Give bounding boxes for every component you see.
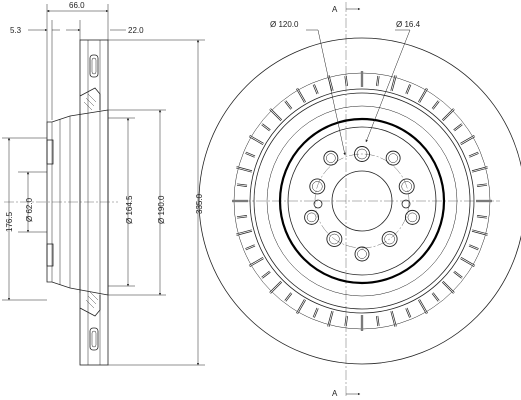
hole-inner-ring (401, 181, 412, 192)
hole-inner-ring (306, 212, 317, 223)
vent-slot-inner (245, 245, 255, 250)
pilot-hole-left (313, 199, 323, 209)
hole-inner-ring (388, 153, 398, 163)
vent-slot-inner (237, 215, 248, 218)
vent-slot-inner (453, 123, 463, 131)
vent-slot-inner (432, 292, 440, 302)
vent-slot-inner (376, 315, 379, 326)
vent-slot-inner (376, 76, 379, 87)
hat-outline (278, 117, 446, 285)
vent-slot-inner (236, 166, 252, 172)
wheel-bolt-hole (381, 231, 398, 247)
hole-inner-ring (326, 153, 336, 163)
vent-slot-inner (453, 271, 463, 279)
vent-slot-inner (245, 152, 255, 157)
fixing-hole (354, 246, 370, 262)
vent-slot-inner (418, 88, 428, 103)
vent-slot-inner (345, 76, 348, 87)
vent-slot-inner (442, 108, 455, 121)
left-dimensions: 176.5 Ø 62.0 (2, 137, 47, 301)
wheel-bolt-hole (354, 146, 370, 162)
hat-height-label: 176.5 (5, 211, 14, 232)
fixing-hole (323, 150, 339, 166)
wheel-bolt-hole (326, 231, 343, 247)
front-view: A A Ø 120.0 Ø 16.4 (198, 2, 521, 398)
hat-offset-label: 5.3 (10, 26, 22, 35)
bolt-holes (304, 146, 420, 262)
vent-slot-inner (261, 271, 271, 279)
vent-slot-inner (432, 100, 440, 110)
vent-slot-inner (472, 230, 488, 236)
right-dimensions: Ø 164.5 Ø 190.0 335.0 (108, 39, 205, 366)
vent-slot-inner (261, 123, 271, 131)
vent-slot-inner (469, 245, 479, 250)
vent-slot-inner (296, 299, 306, 314)
vent-slot-inner (472, 166, 488, 172)
vent-slot-inner (460, 257, 475, 267)
hole-inner-ring (356, 148, 368, 160)
top-dimensions: 66.0 5.3 22.0 (10, 1, 144, 122)
bolt-hole-label: Ø 16.4 (396, 20, 421, 29)
fixing-hole (404, 209, 420, 225)
disc-thickness-label: 22.0 (128, 26, 144, 35)
vent-slot-inner (249, 135, 264, 145)
vent-slot-inner (313, 308, 318, 318)
vent-slot-inner (391, 75, 397, 91)
center-bore-label: Ø 62.0 (25, 197, 34, 222)
disc-outer-edge (198, 37, 521, 365)
section-label-bottom: A (332, 389, 338, 398)
vent-slot-inner (249, 257, 264, 267)
hole-inner-ring (312, 181, 323, 192)
vent-slot-inner (313, 84, 318, 94)
vent-slot-inner (476, 184, 487, 187)
vent-slot-inner (391, 311, 397, 327)
vent-slots (232, 71, 492, 331)
total-width-label: 66.0 (69, 1, 85, 10)
vent-slot-inner (284, 100, 292, 110)
vent-slot-inner (406, 84, 411, 94)
vent-slot-inner (442, 281, 455, 294)
center-bore (331, 170, 393, 232)
vent-slot-inner (327, 311, 333, 327)
wheel-bolt-hole (309, 178, 326, 195)
hole-inner-ring (357, 249, 367, 259)
vent-slot-inner (284, 292, 292, 302)
vent-slot-inner (269, 108, 282, 121)
inner-diameter-label: Ø 190.0 (157, 195, 166, 224)
bolt-circle-label: Ø 120.0 (270, 20, 299, 29)
side-section-view: 66.0 5.3 22.0 176.5 Ø 62.0 Ø 164.5 (2, 1, 205, 366)
vent-slot-inner (460, 135, 475, 145)
vent-slot-inner (345, 315, 348, 326)
vent-slot-inner (469, 152, 479, 157)
wheel-bolt-hole (398, 178, 415, 195)
hole-inner-ring (329, 233, 340, 245)
vent-slot-inner (269, 281, 282, 294)
vent-slot-inner (296, 88, 306, 103)
vent-slot-inner (418, 299, 428, 314)
hole-inner-ring (407, 212, 418, 223)
front-annotations: Ø 120.0 Ø 16.4 (270, 20, 421, 156)
hole-inner-ring (384, 233, 395, 245)
fixing-hole (385, 150, 401, 166)
vent-slot-inner (327, 75, 333, 91)
pilot-hole-right (401, 199, 411, 209)
vent-slot-inner (236, 230, 252, 236)
outer-diameter-label: 335.0 (195, 193, 204, 214)
hat-diameter-label: Ø 164.5 (125, 195, 134, 224)
vent-slot-inner (476, 215, 487, 218)
fixing-hole (304, 209, 320, 225)
hat-section (46, 87, 109, 317)
section-label-top: A (332, 5, 338, 14)
vent-slot-inner (406, 308, 411, 318)
vent-slot-inner (237, 184, 248, 187)
